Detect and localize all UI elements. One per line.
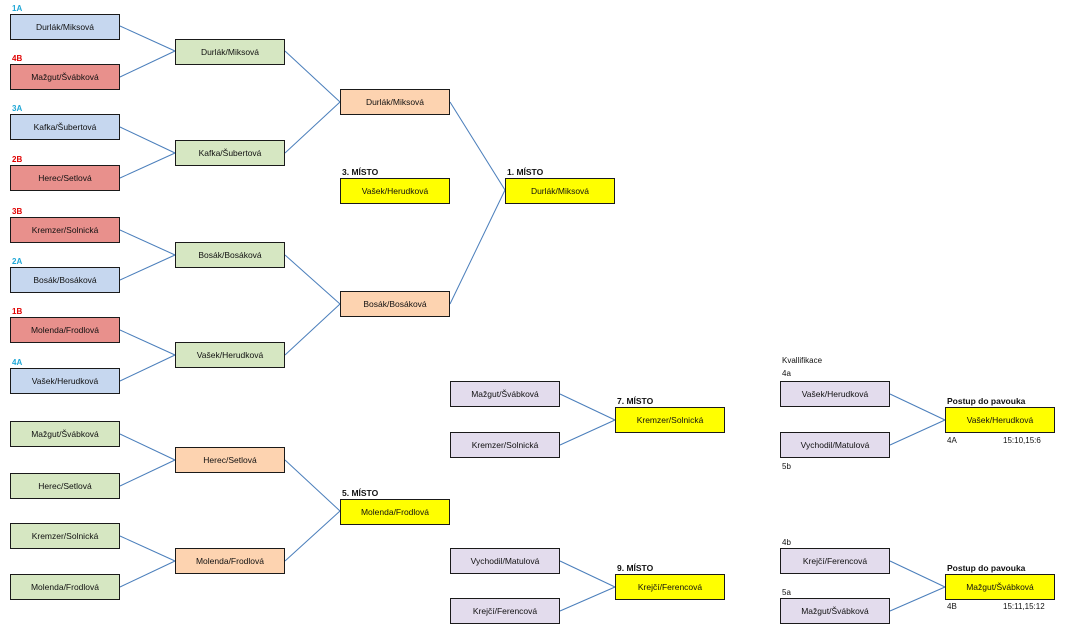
- team-box: Kremzer/Solnická: [10, 217, 120, 243]
- qualification-score: 15:10,15:6: [1003, 436, 1041, 445]
- seed-label: 2A: [12, 257, 23, 266]
- team-box: Krejčí/Ferencová: [780, 548, 890, 574]
- qualification-score: 15:11,15:12: [1003, 602, 1045, 611]
- team-box: Durlák/Miksová: [340, 89, 450, 115]
- team-box: Herec/Setlová: [175, 447, 285, 473]
- qualification-title: Kvallifikace: [782, 356, 823, 365]
- qualification-seed: 4b: [782, 538, 791, 547]
- qualification-seed: 4a: [782, 369, 791, 378]
- team-box: Mažgut/Švábková: [10, 64, 120, 90]
- seed-label: 3B: [12, 207, 23, 216]
- team-box: Vašek/Herudková: [175, 342, 285, 368]
- seventh-place-label: 7. MÍSTO: [617, 396, 654, 406]
- third-place-team: Vašek/Herudková: [340, 178, 450, 204]
- team-box: Mažgut/Švábková: [10, 421, 120, 447]
- team-box: Kafka/Šubertová: [175, 140, 285, 166]
- team-box: Molenda/Frodlová: [10, 317, 120, 343]
- fifth-place-label: 5. MÍSTO: [342, 488, 379, 498]
- team-box: Kafka/Šubertová: [10, 114, 120, 140]
- first-place-label: 1. MÍSTO: [507, 167, 544, 177]
- seventh-place-team: Kremzer/Solnická: [615, 407, 725, 433]
- qualification-result-label: Postup do pavouka: [947, 396, 1026, 406]
- team-box: Durlák/Miksová: [175, 39, 285, 65]
- seed-label: 1A: [12, 4, 23, 13]
- qualification-winner: Mažgut/Švábková: [945, 574, 1055, 600]
- team-box: Durlák/Miksová: [10, 14, 120, 40]
- ninth-place-team: Krejčí/Ferencová: [615, 574, 725, 600]
- qualification-seed: 5a: [782, 588, 791, 597]
- team-box: Krejčí/Ferencová: [450, 598, 560, 624]
- fifth-place-team: Molenda/Frodlová: [340, 499, 450, 525]
- seed-label: 3A: [12, 104, 23, 113]
- team-box: Bosák/Bosáková: [340, 291, 450, 317]
- team-box: Herec/Setlová: [10, 473, 120, 499]
- qualification-slot: 4B: [947, 602, 957, 611]
- team-box: Molenda/Frodlová: [10, 574, 120, 600]
- third-place-label: 3. MÍSTO: [342, 167, 379, 177]
- team-box: Bosák/Bosáková: [175, 242, 285, 268]
- team-box: Mažgut/Švábková: [780, 598, 890, 624]
- qualification-result-label: Postup do pavouka: [947, 563, 1026, 573]
- team-box: Kremzer/Solnická: [450, 432, 560, 458]
- seed-label: 4A: [12, 358, 23, 367]
- seed-label: 4B: [12, 54, 23, 63]
- team-box: Mažgut/Švábková: [450, 381, 560, 407]
- ninth-place-label: 9. MÍSTO: [617, 563, 654, 573]
- team-box: Vašek/Herudková: [780, 381, 890, 407]
- qualification-slot: 4A: [947, 436, 957, 445]
- team-box: Vychodil/Matulová: [450, 548, 560, 574]
- qualification-seed: 5b: [782, 462, 791, 471]
- team-box: Herec/Setlová: [10, 165, 120, 191]
- seed-label: 1B: [12, 307, 23, 316]
- team-box: Bosák/Bosáková: [10, 267, 120, 293]
- first-place-team: Durlák/Miksová: [505, 178, 615, 204]
- team-box: Molenda/Frodlová: [175, 548, 285, 574]
- seed-label: 2B: [12, 155, 23, 164]
- team-box: Kremzer/Solnická: [10, 523, 120, 549]
- team-box: Vašek/Herudková: [10, 368, 120, 394]
- team-box: Vychodil/Matulová: [780, 432, 890, 458]
- qualification-winner: Vašek/Herudková: [945, 407, 1055, 433]
